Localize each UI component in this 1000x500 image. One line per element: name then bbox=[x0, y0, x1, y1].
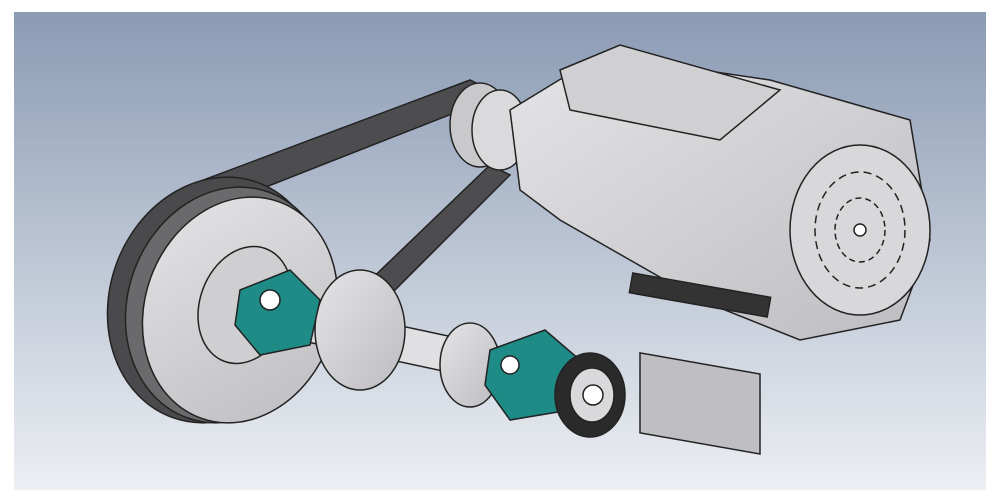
pillow-block-bearing-right bbox=[484, 329, 626, 438]
electric-motor bbox=[509, 44, 931, 455]
pillow-block-bearing-left bbox=[234, 269, 321, 356]
